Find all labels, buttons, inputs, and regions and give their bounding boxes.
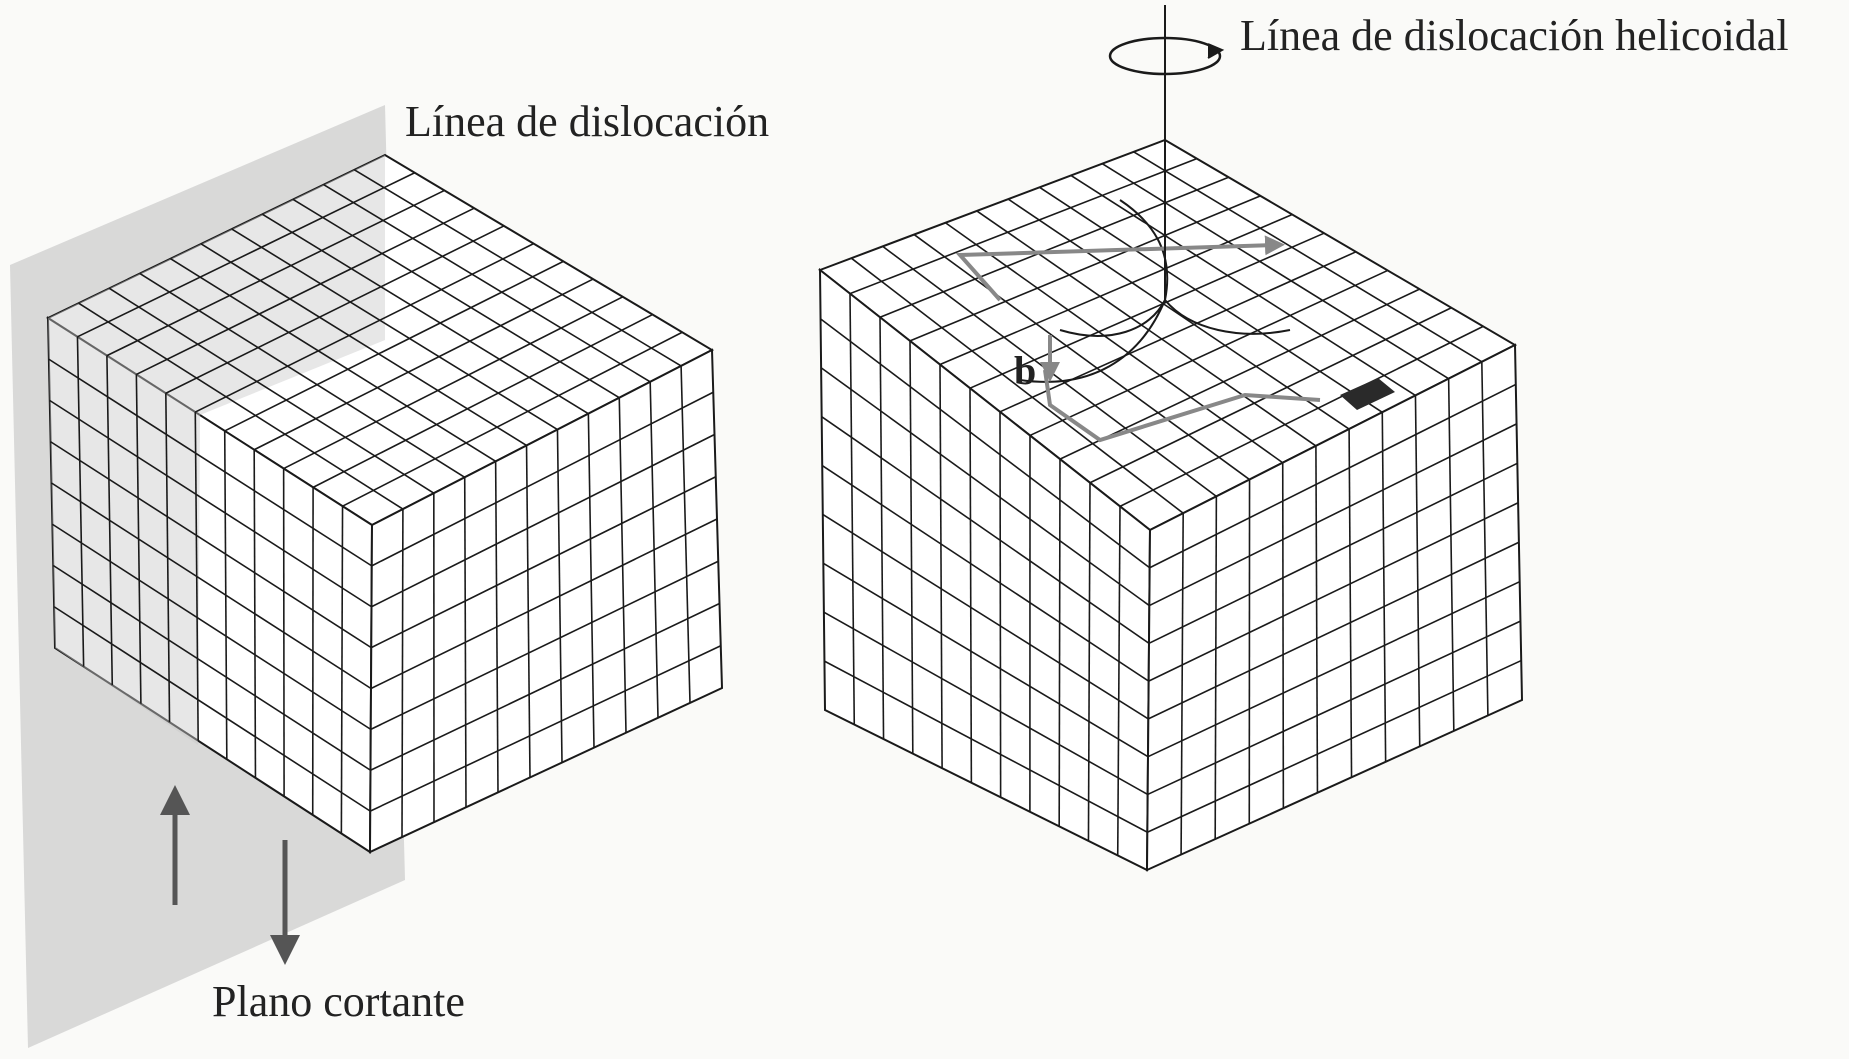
left-cube: [45, 153, 724, 854]
left-cube-grid: [48, 169, 722, 838]
burgers-circuit: [955, 245, 1321, 443]
shear-plane-label: Plano cortante: [212, 977, 465, 1026]
dislocation-line-label: Línea de dislocación: [405, 97, 770, 146]
rotation-arrow-icon: [1108, 36, 1225, 76]
right-cube-grid: [820, 151, 1522, 856]
screw-dislocation-line-label: Línea de dislocación helicoidal: [1240, 11, 1789, 60]
burgers-vector-label: b: [1014, 348, 1037, 393]
right-cube: [817, 138, 1524, 872]
screw-distortion-curves: [1019, 199, 1291, 383]
marked-cell: [1340, 378, 1395, 410]
